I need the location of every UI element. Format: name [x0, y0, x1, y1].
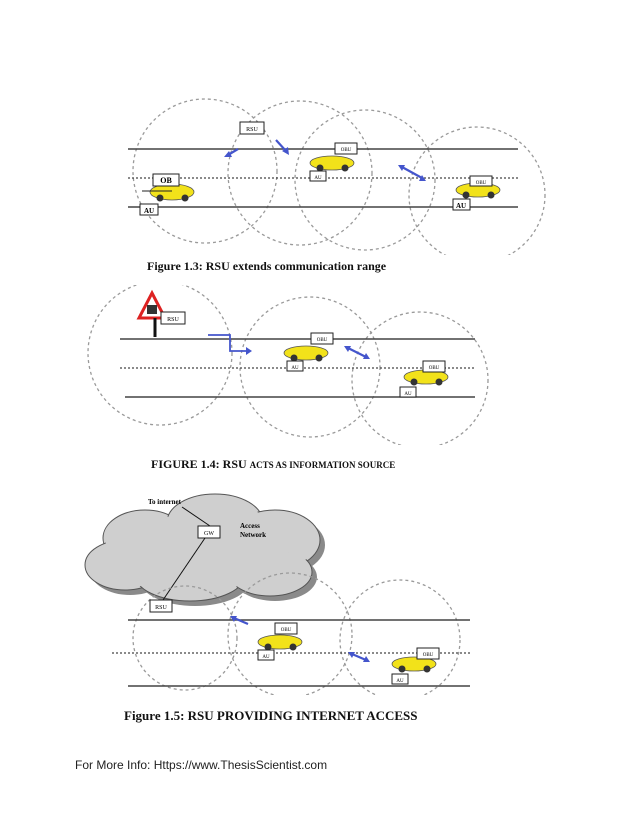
- au-label: AU: [262, 655, 270, 660]
- figure-1-4-caption-main: FIGURE 1.4: RSU: [151, 457, 247, 471]
- access-network-cloud: [85, 494, 325, 606]
- rsu-label: RSU: [167, 317, 179, 323]
- figure-1-3-caption: Figure 1.3: RSU extends communication ra…: [147, 259, 386, 274]
- car-left: OB AU: [140, 174, 194, 215]
- obu-label: OBU: [476, 181, 487, 186]
- rsu-label: RSU: [246, 127, 258, 133]
- signal-arrow-icon: [352, 654, 366, 660]
- obu-label: OBU: [423, 653, 434, 658]
- au-label: AU: [291, 366, 299, 371]
- figure-1-4-caption-small: ACTS AS INFORMATION SOURCE: [250, 460, 396, 470]
- figure-1-5-caption: Figure 1.5: RSU PROVIDING INTERNET ACCES…: [124, 708, 418, 724]
- figure-1-3-diagram: RSU OB AU OBU AU: [0, 85, 638, 255]
- footer-info: For More Info: Https://www.ThesisScienti…: [75, 758, 327, 772]
- to-internet-label: To internet: [148, 498, 182, 506]
- obu-label: OBU: [429, 366, 440, 371]
- signal-arrow-icon: [348, 348, 366, 357]
- au-label: AU: [144, 207, 154, 215]
- au-label: AU: [396, 679, 404, 684]
- figure-1-4-caption: FIGURE 1.4: RSU ACTS AS INFORMATION SOUR…: [151, 457, 395, 472]
- au-label: AU: [314, 176, 322, 181]
- signal-arrow-icon: [402, 167, 422, 178]
- obu-label: OBU: [341, 148, 352, 153]
- figure-1-4-diagram: RSU OBU AU OBU AU: [0, 285, 638, 445]
- signal-arrow-icon: [208, 335, 248, 351]
- obu-label: OBU: [281, 628, 292, 633]
- car-right: OBU AU: [392, 648, 439, 684]
- au-label: AU: [404, 392, 412, 397]
- obu-label: OBU: [317, 338, 328, 343]
- arrow-head: [246, 347, 252, 355]
- obu-label: OB: [160, 176, 172, 185]
- gw-label: GW: [204, 531, 214, 537]
- coverage-circle: [133, 99, 277, 243]
- car-right: OBU AU: [453, 176, 500, 210]
- car-right: OBU AU: [400, 361, 448, 397]
- coverage-circle: [240, 297, 380, 437]
- figure-1-4: RSU OBU AU OBU AU: [0, 285, 638, 445]
- signal-arrow-icon: [234, 618, 248, 624]
- figure-1-3: RSU OB AU OBU AU: [0, 85, 638, 255]
- au-label: AU: [456, 202, 466, 210]
- car-middle: OBU AU: [258, 623, 302, 660]
- rsu-label: RSU: [155, 605, 167, 611]
